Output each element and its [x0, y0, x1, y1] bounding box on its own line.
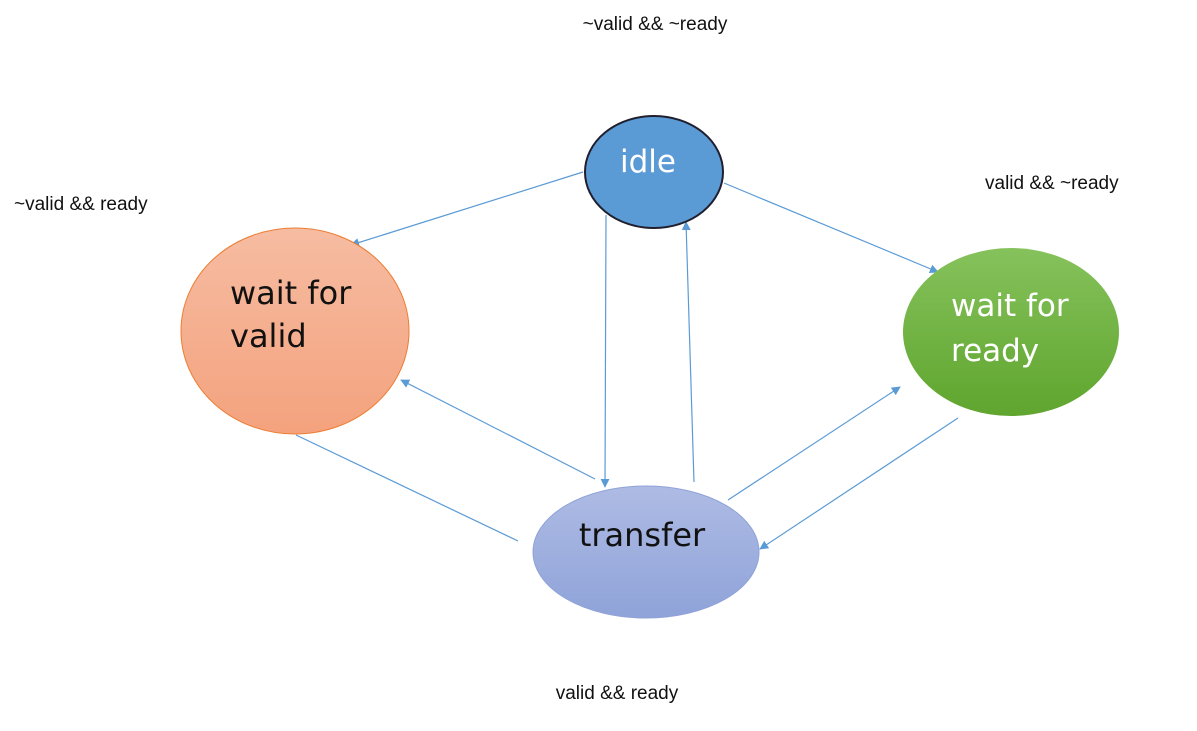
condition-label-idle-loop: ~valid && ~ready: [583, 14, 728, 35]
line-wait-valid-to-transfer: [295, 434, 519, 542]
arrow-transfer-to-wait-valid: [400, 379, 596, 480]
arrow-transfer-to-wait-ready: [727, 386, 901, 501]
arrow-idle-to-transfer: [600, 214, 610, 488]
transitions: [295, 171, 959, 550]
condition-label-to-wait-valid: ~valid && ready: [14, 194, 148, 215]
state-idle[interactable]: idle: [584, 115, 724, 229]
state-wait-for-valid-shape: [180, 227, 410, 435]
condition-label-transfer-loop: valid && ready: [556, 683, 679, 704]
state-wait-for-valid[interactable]: wait for valid: [180, 227, 410, 435]
state-idle-label: idle: [620, 144, 676, 180]
arrow-idle-to-wait-valid: [350, 171, 584, 247]
state-wait-for-ready[interactable]: wait for ready: [903, 248, 1119, 416]
condition-label-to-wait-ready: valid && ~ready: [985, 173, 1119, 194]
state-wait-for-valid-label-line2: valid: [230, 317, 307, 355]
state-idle-shape: [584, 115, 724, 229]
state-transfer[interactable]: transfer: [532, 485, 760, 619]
state-wait-for-valid-label-line1: wait for: [230, 274, 352, 312]
state-wait-for-ready-label-line2: ready: [951, 333, 1039, 369]
state-transfer-shape: [532, 485, 760, 619]
arrow-transfer-to-idle: [681, 221, 695, 483]
state-wait-for-ready-shape: [903, 248, 1119, 416]
arrow-wait-ready-to-transfer: [759, 417, 959, 550]
state-transfer-label: transfer: [579, 516, 706, 554]
state-wait-for-ready-label-line1: wait for: [951, 288, 1069, 324]
arrow-idle-to-wait-ready: [723, 182, 939, 274]
